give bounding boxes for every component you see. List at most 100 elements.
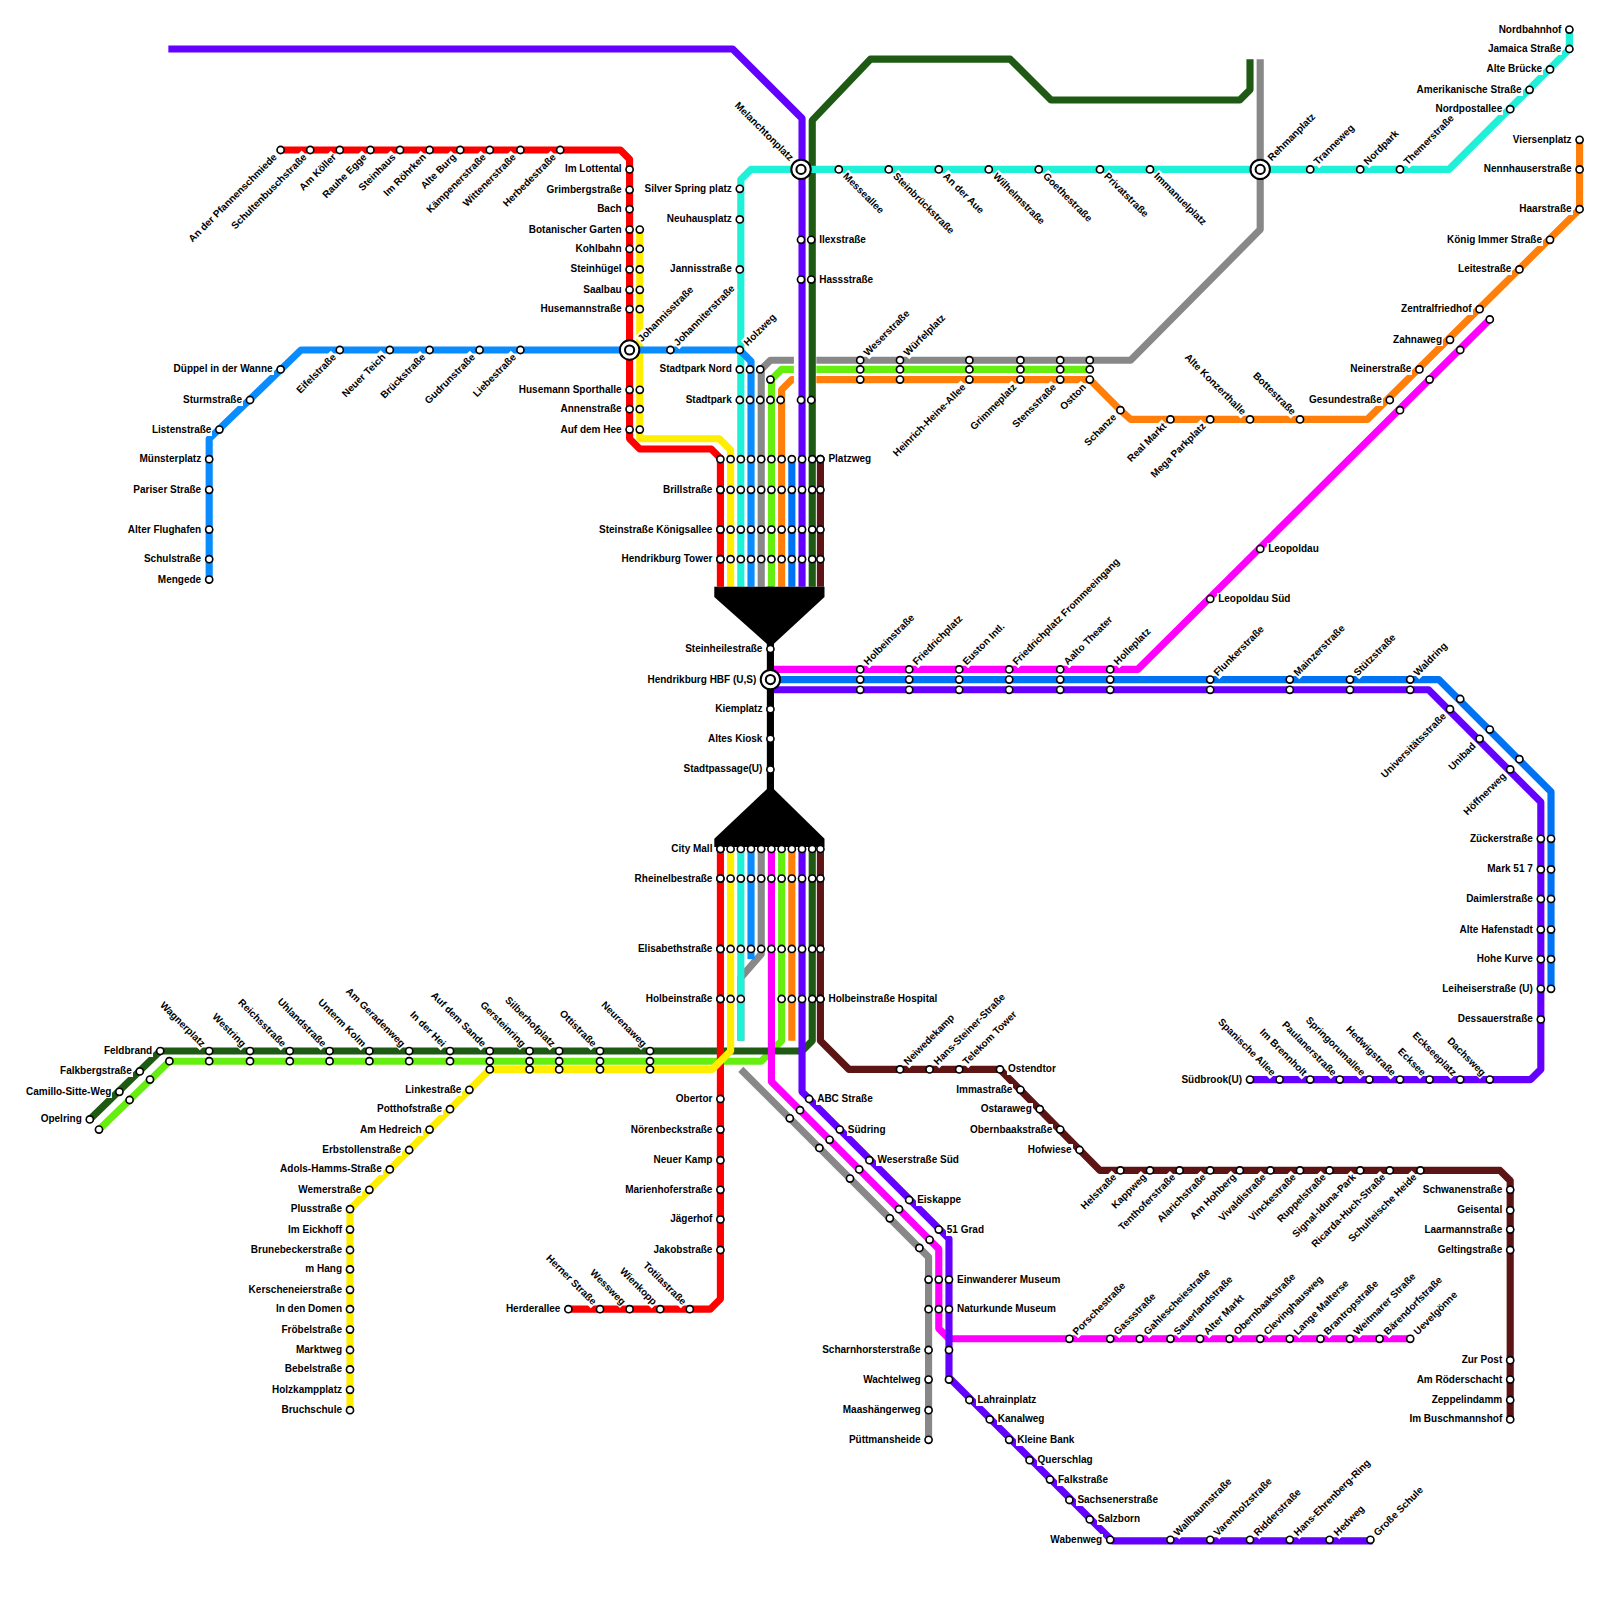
station-label: Haarstraße — [1518, 203, 1572, 215]
station-label: Camillo-Sitte-Weg — [25, 1086, 112, 1098]
station-label: Bottestraße — [1250, 369, 1299, 418]
station-dot — [906, 1196, 913, 1203]
station-dot — [1426, 1076, 1433, 1083]
station-dot — [1167, 1536, 1174, 1543]
station-label: Münsterplatz — [139, 453, 203, 465]
station-dot — [1537, 956, 1544, 963]
station-dot — [816, 1144, 823, 1151]
station-dot — [1057, 686, 1064, 693]
station-dot — [996, 1066, 1003, 1073]
station-label: Annenstraße — [559, 403, 622, 415]
station-dot — [517, 346, 524, 353]
station-dot — [246, 1058, 253, 1065]
station-label: Leitestraße — [1457, 263, 1512, 275]
station-dot — [788, 945, 795, 952]
station-label: Silver Spring platz — [644, 183, 733, 195]
station-dot — [727, 995, 734, 1002]
station-label: Scharnhorsterstraße — [821, 1344, 921, 1356]
station-dot — [736, 185, 743, 192]
station-label: Ostaraweg — [980, 1103, 1033, 1115]
station-dot — [778, 845, 785, 852]
station-label: Kiemplatz — [714, 703, 763, 715]
station-dot — [945, 1346, 952, 1353]
station-dot — [1507, 1416, 1514, 1423]
transit-line — [816, 59, 1260, 360]
transit-line — [788, 847, 795, 1041]
station-dot — [1547, 985, 1554, 992]
station-dot — [1407, 676, 1414, 683]
station-dot — [1457, 346, 1464, 353]
station-dot — [1006, 676, 1013, 683]
station-label: Püttmansheide — [848, 1434, 922, 1446]
station-label: Auf dem Hee — [559, 424, 622, 436]
station-dot — [736, 366, 743, 373]
station-dot — [1537, 926, 1544, 933]
station-dot — [758, 526, 765, 533]
station-dot — [717, 486, 724, 493]
station-dot — [986, 1416, 993, 1423]
station-dot — [346, 1366, 353, 1373]
station-label: Gesundestraße — [1308, 394, 1383, 406]
station-dot — [925, 1346, 932, 1353]
station-dot — [717, 1186, 724, 1193]
station-dot — [966, 366, 973, 373]
station-dot — [817, 875, 824, 882]
station-label: Neuhausplatz — [666, 213, 733, 225]
station-dot — [985, 166, 992, 173]
station-dot — [1176, 1167, 1183, 1174]
station-dot — [736, 346, 743, 353]
station-dot — [788, 526, 795, 533]
station-dot — [626, 186, 633, 193]
station-dot — [768, 945, 775, 952]
station-dot — [1547, 926, 1554, 933]
station-dot — [786, 1115, 793, 1122]
station-dot — [1006, 1436, 1013, 1443]
station-label: Eiskappe — [916, 1194, 962, 1206]
station-dot — [778, 995, 785, 1002]
station-dot — [1366, 1076, 1373, 1083]
station-dot — [86, 1116, 93, 1123]
station-label: Holbeinstraße Hospital — [827, 993, 938, 1005]
station-dot — [737, 945, 744, 952]
station-dot — [817, 486, 824, 493]
transit-line — [771, 847, 1413, 1339]
station-label: Bebelstraße — [284, 1363, 343, 1375]
station-dot — [758, 945, 765, 952]
station-dot — [1207, 1536, 1214, 1543]
station-label: Jannisstraße — [669, 263, 733, 275]
station-label: Wabenweg — [1049, 1534, 1103, 1546]
station-dot — [206, 486, 213, 493]
station-label: Hedweg — [1330, 1502, 1367, 1539]
station-label: Ottistraße — [556, 1007, 599, 1050]
station-dot — [1537, 835, 1544, 842]
station-label: Westring — [209, 1010, 249, 1050]
station-dot — [446, 1106, 453, 1113]
station-label: Südring — [847, 1124, 887, 1136]
station-dot — [778, 456, 785, 463]
station-dot — [767, 396, 774, 403]
station-dot — [636, 266, 643, 273]
station-dot — [798, 995, 805, 1002]
station-dot — [788, 875, 795, 882]
station-dot — [1207, 595, 1214, 602]
station-dot — [767, 645, 774, 652]
station-dot — [797, 276, 804, 283]
station-dot — [768, 556, 775, 563]
station-label: Nordbahnhof — [1498, 24, 1563, 36]
station-dot — [1486, 1076, 1493, 1083]
transit-line — [802, 847, 1372, 1541]
station-dot — [1507, 106, 1514, 113]
station-dot — [758, 456, 765, 463]
station-dot — [717, 995, 724, 1002]
station-dot — [1537, 1016, 1544, 1023]
station-dot — [596, 1066, 603, 1073]
station-dot — [1086, 357, 1093, 364]
station-label: Geltingstraße — [1437, 1244, 1503, 1256]
station-label: Ostendtor — [1007, 1063, 1057, 1075]
interchange-ring — [761, 670, 780, 689]
station-dot — [935, 1306, 942, 1313]
transit-line — [770, 690, 1540, 1080]
station-label: Linkestraße — [404, 1084, 462, 1096]
station-label: Lahrainplatz — [976, 1394, 1037, 1406]
